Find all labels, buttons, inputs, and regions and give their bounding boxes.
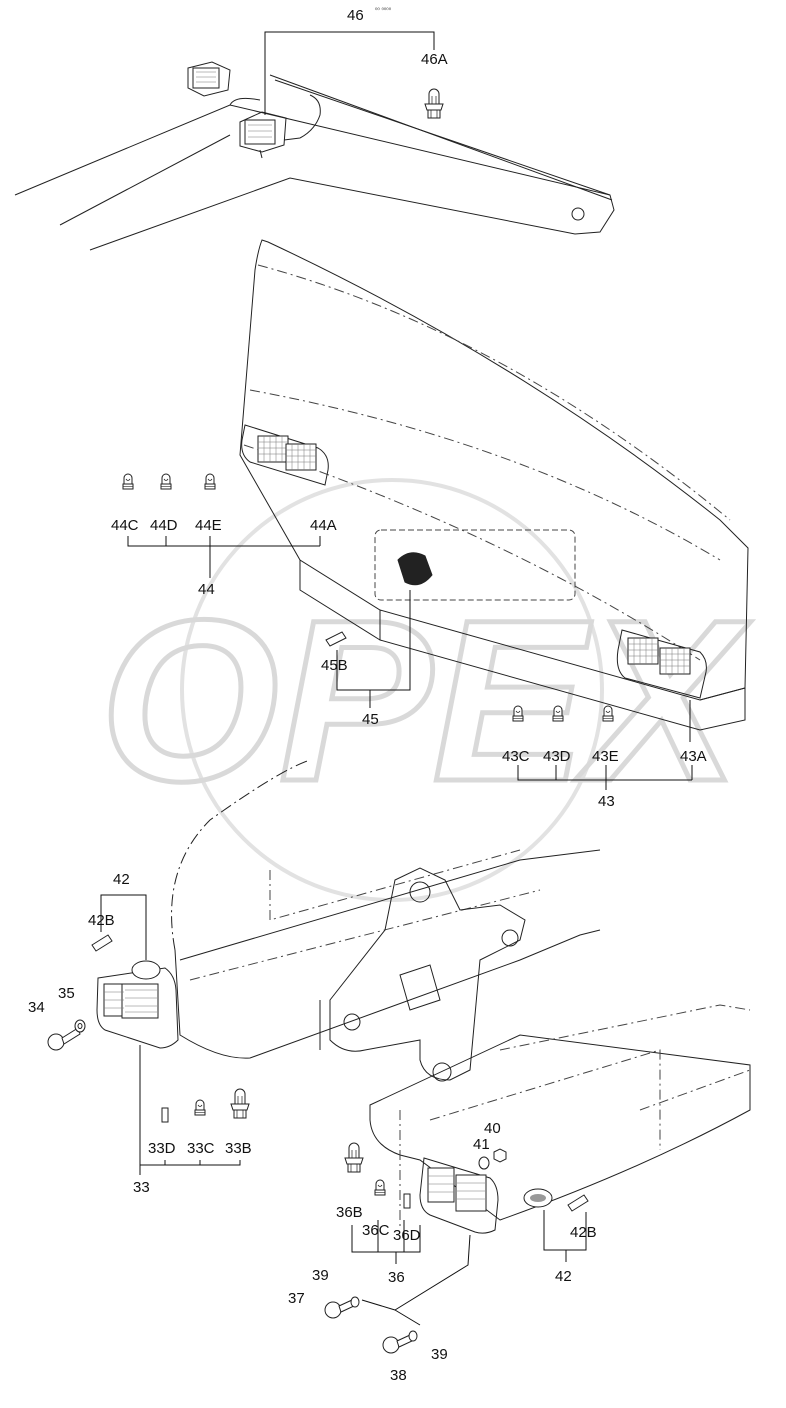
rear-lamp-43a (616, 629, 707, 699)
bulb-45b (325, 631, 347, 647)
callout-39-bottom: 39 (431, 1346, 448, 1363)
callout-40: 40 (484, 1120, 501, 1137)
bulbs-36 (344, 1142, 411, 1209)
bulb-42b-right (567, 1194, 589, 1212)
callout-43: 43 (598, 793, 615, 810)
callout-36b: 36B (336, 1204, 363, 1221)
callout-36d: 36D (393, 1227, 421, 1244)
head-lamp-36 (419, 1157, 499, 1234)
leader-33 (139, 1045, 241, 1175)
callout-44a: 44A (310, 517, 337, 534)
side-lens-42-right (523, 1188, 553, 1208)
screw-38 (382, 1334, 413, 1354)
watermark: OPEX (98, 478, 753, 902)
callout-43c: 43C (502, 748, 530, 765)
leader-43 (517, 700, 693, 790)
callout-33b: 33B (225, 1140, 252, 1157)
callout-33d: 33D (148, 1140, 176, 1157)
washer-39-top (350, 1296, 360, 1308)
bulb-42b-left (91, 934, 113, 952)
washer-41 (478, 1156, 490, 1170)
callout-38: 38 (390, 1367, 407, 1384)
callout-33c: 33C (187, 1140, 215, 1157)
bulbs-33 (161, 1088, 250, 1123)
plate-lamp-45 (397, 552, 433, 586)
leader-36 (351, 1220, 421, 1264)
callout-41: 41 (473, 1136, 490, 1153)
bulb-46a (424, 88, 444, 119)
upper-frame (171, 759, 601, 1059)
leader-46 (264, 31, 435, 115)
counterweight (239, 239, 749, 731)
head-lamp-33 (96, 967, 179, 1049)
leader-42-right (543, 1210, 587, 1262)
header-tag: ⁰⁰ ⁰⁰⁰⁰ (375, 7, 392, 14)
callout-42b-left: 42B (88, 912, 115, 929)
rear-lamp-44a (241, 424, 329, 486)
callout-46: 46 (347, 7, 364, 24)
work-lamp-right (239, 94, 321, 159)
boom-assembly (14, 74, 615, 251)
leader-42-left (100, 894, 147, 960)
callout-42-left: 42 (113, 871, 130, 888)
callout-44d: 44D (150, 517, 178, 534)
callout-42-right: 42 (555, 1268, 572, 1285)
callout-33: 33 (133, 1179, 150, 1196)
callout-45: 45 (362, 711, 379, 728)
callout-45b: 45B (321, 657, 348, 674)
washer-35 (74, 1019, 86, 1033)
callout-39-top: 39 (312, 1267, 329, 1284)
callout-43d: 43D (543, 748, 571, 765)
leader-44 (127, 536, 321, 578)
callout-36c: 36C (362, 1222, 390, 1239)
leader-45 (336, 590, 411, 708)
callout-44e: 44E (195, 517, 222, 534)
work-lamp-left (187, 61, 231, 97)
bulbs-44 (122, 473, 216, 490)
callout-42b-right: 42B (570, 1224, 597, 1241)
watermark-text: OPEX (100, 572, 751, 829)
callout-44c: 44C (111, 517, 139, 534)
nut-40 (493, 1148, 507, 1163)
callout-43e: 43E (592, 748, 619, 765)
leader-37-38 (361, 1234, 471, 1326)
lower-frame (369, 1004, 751, 1230)
callout-36: 36 (388, 1269, 405, 1286)
callout-35: 35 (58, 985, 75, 1002)
screw-34 (47, 1027, 81, 1051)
callout-46a: 46A (421, 51, 448, 68)
callout-44: 44 (198, 581, 215, 598)
callout-37: 37 (288, 1290, 305, 1307)
washer-39-bottom (408, 1330, 418, 1342)
side-lens-42-left (131, 960, 161, 980)
callout-34: 34 (28, 999, 45, 1016)
screw-37 (324, 1299, 355, 1319)
boom-bracket (329, 867, 526, 1082)
callout-43a: 43A (680, 748, 707, 765)
